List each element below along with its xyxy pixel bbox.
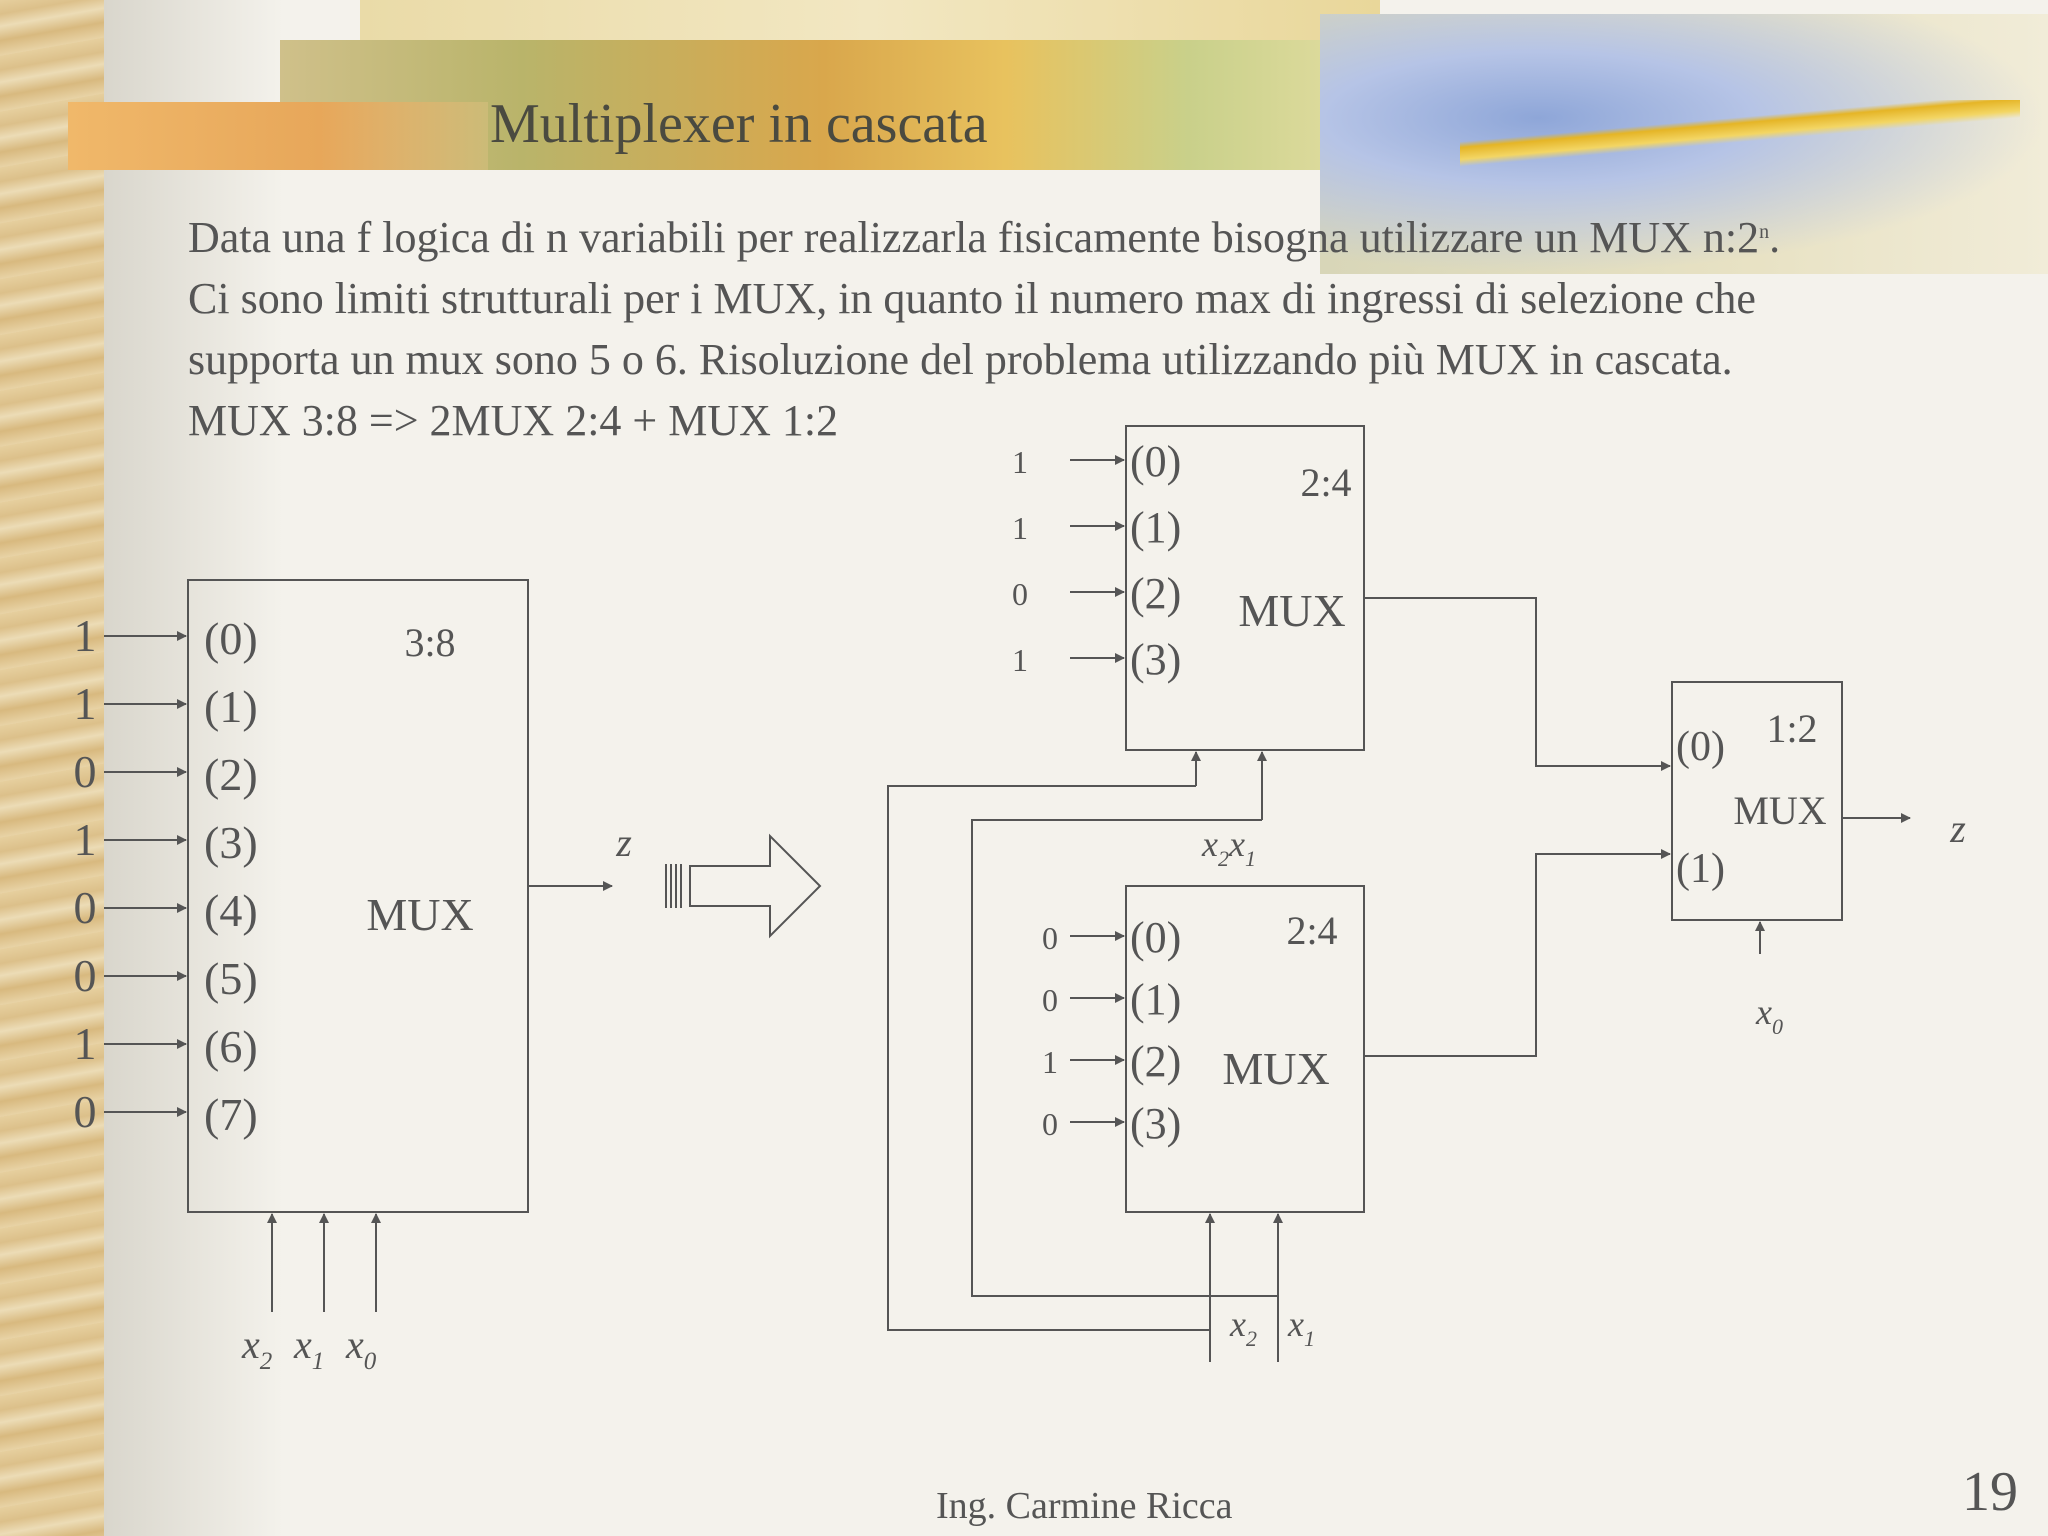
mux24-bottom-select-label-x2: x2: [1229, 1304, 1257, 1351]
mux38-size-label: 3:8: [404, 620, 455, 665]
mux24-bottom-port-3: (3): [1130, 1099, 1181, 1148]
mux38-port-3: (3): [204, 817, 258, 868]
mux38-output-label: z: [615, 820, 632, 865]
mux24-bottom-input-value-3: 0: [1042, 1106, 1058, 1142]
mux24-bottom-box: [1125, 885, 1365, 1213]
mux24-top-input-value-2: 0: [1012, 576, 1028, 612]
mux24-top-box: [1125, 425, 1365, 751]
equivalence-arrow: [689, 833, 822, 939]
mux38-port-7: (7): [204, 1089, 258, 1140]
body-line-4: MUX 3:8 => 2MUX 2:4 + MUX 1:2: [188, 396, 839, 445]
mux24-bottom-to-mux12-wire: [1364, 849, 1671, 1057]
mux12-port-0: (0): [1676, 724, 1725, 770]
mux24-bottom-input-value-2: 1: [1042, 1044, 1058, 1080]
decorative-orange-strip: [68, 102, 488, 170]
mux38-select-label-2: x0: [345, 1322, 377, 1375]
mux38-input-value-0: 1: [74, 610, 97, 661]
mux38-port-4: (4): [204, 885, 258, 936]
mux38-box: [187, 579, 529, 1213]
mux24-top-input-value-0: 1: [1012, 444, 1028, 480]
mux24-bottom-name: MUX: [1222, 1043, 1329, 1094]
mux38-select-label-1: x1: [293, 1322, 324, 1375]
mux24-bottom-size-label: 2:4: [1286, 908, 1337, 953]
slide-body: Data una f logica di n variabili per rea…: [188, 202, 2018, 451]
mux38-select-label-0: x2: [241, 1322, 272, 1375]
mux12-port-1: (1): [1676, 846, 1725, 892]
mux24-bottom-select-label-x1: x1: [1287, 1304, 1315, 1351]
mux24-top-port-0: (0): [1130, 437, 1181, 486]
decorative-wheat-image: [1460, 100, 2020, 170]
decorative-left-bar: [0, 0, 104, 1536]
mux24-bottom-port-2: (2): [1130, 1037, 1181, 1086]
mux24-top-to-mux12-wire: [1364, 597, 1671, 771]
mux38-input-value-2: 0: [74, 746, 97, 797]
body-line-3: supporta un mux sono 5 o 6. Risoluzione …: [188, 335, 1733, 384]
mux24-top-name: MUX: [1238, 585, 1345, 636]
mux12-select-label: x0: [1755, 992, 1783, 1039]
mux38-name: MUX: [366, 889, 473, 940]
mux38-port-0: (0): [204, 613, 258, 664]
mux24-top-port-1: (1): [1130, 503, 1181, 552]
mux38-input-value-7: 0: [74, 1086, 97, 1137]
select-route-x2: [887, 785, 1210, 1331]
mux38-input-value-4: 0: [74, 882, 97, 933]
mux38-port-6: (6): [204, 1021, 258, 1072]
body-line-1: Data una f logica di n variabili per rea…: [188, 213, 1781, 262]
mux38-input-value-6: 1: [74, 1018, 97, 1069]
mux12-output-label: z: [1949, 806, 1966, 851]
mux12-box: [1671, 681, 1843, 921]
mux24-top-select-label: x2x1: [1201, 824, 1256, 871]
mux24-bottom-input-value-0: 0: [1042, 920, 1058, 956]
mux24-bottom-port-1: (1): [1130, 975, 1181, 1024]
mux24-top-port-2: (2): [1130, 569, 1181, 618]
mux24-top-input-value-1: 1: [1012, 510, 1028, 546]
mux38-port-5: (5): [204, 953, 258, 1004]
mux38-input-value-1: 1: [74, 678, 97, 729]
page-number: 19: [1962, 1461, 2018, 1523]
slide-title: Multiplexer in cascata: [490, 93, 988, 155]
mux38-input-value-3: 1: [74, 814, 97, 865]
mux24-top-size-label: 2:4: [1300, 460, 1351, 505]
mux24-top-input-value-3: 1: [1012, 642, 1028, 678]
footer-author: Ing. Carmine Ricca: [936, 1485, 1233, 1527]
body-line-2: Ci sono limiti strutturali per i MUX, in…: [188, 274, 1756, 323]
mux12-size-label: 1:2: [1766, 706, 1817, 751]
decorative-top-banner: [360, 0, 1380, 42]
decorative-left-fade: [104, 0, 284, 1536]
mux24-top-port-3: (3): [1130, 635, 1181, 684]
mux24-bottom-port-0: (0): [1130, 913, 1181, 962]
mux12-name: MUX: [1733, 788, 1826, 833]
mux38-input-value-5: 0: [74, 950, 97, 1001]
mux38-port-2: (2): [204, 749, 258, 800]
select-route-x1: [971, 819, 1278, 1297]
mux24-bottom-input-value-1: 0: [1042, 982, 1058, 1018]
mux38-port-1: (1): [204, 681, 258, 732]
